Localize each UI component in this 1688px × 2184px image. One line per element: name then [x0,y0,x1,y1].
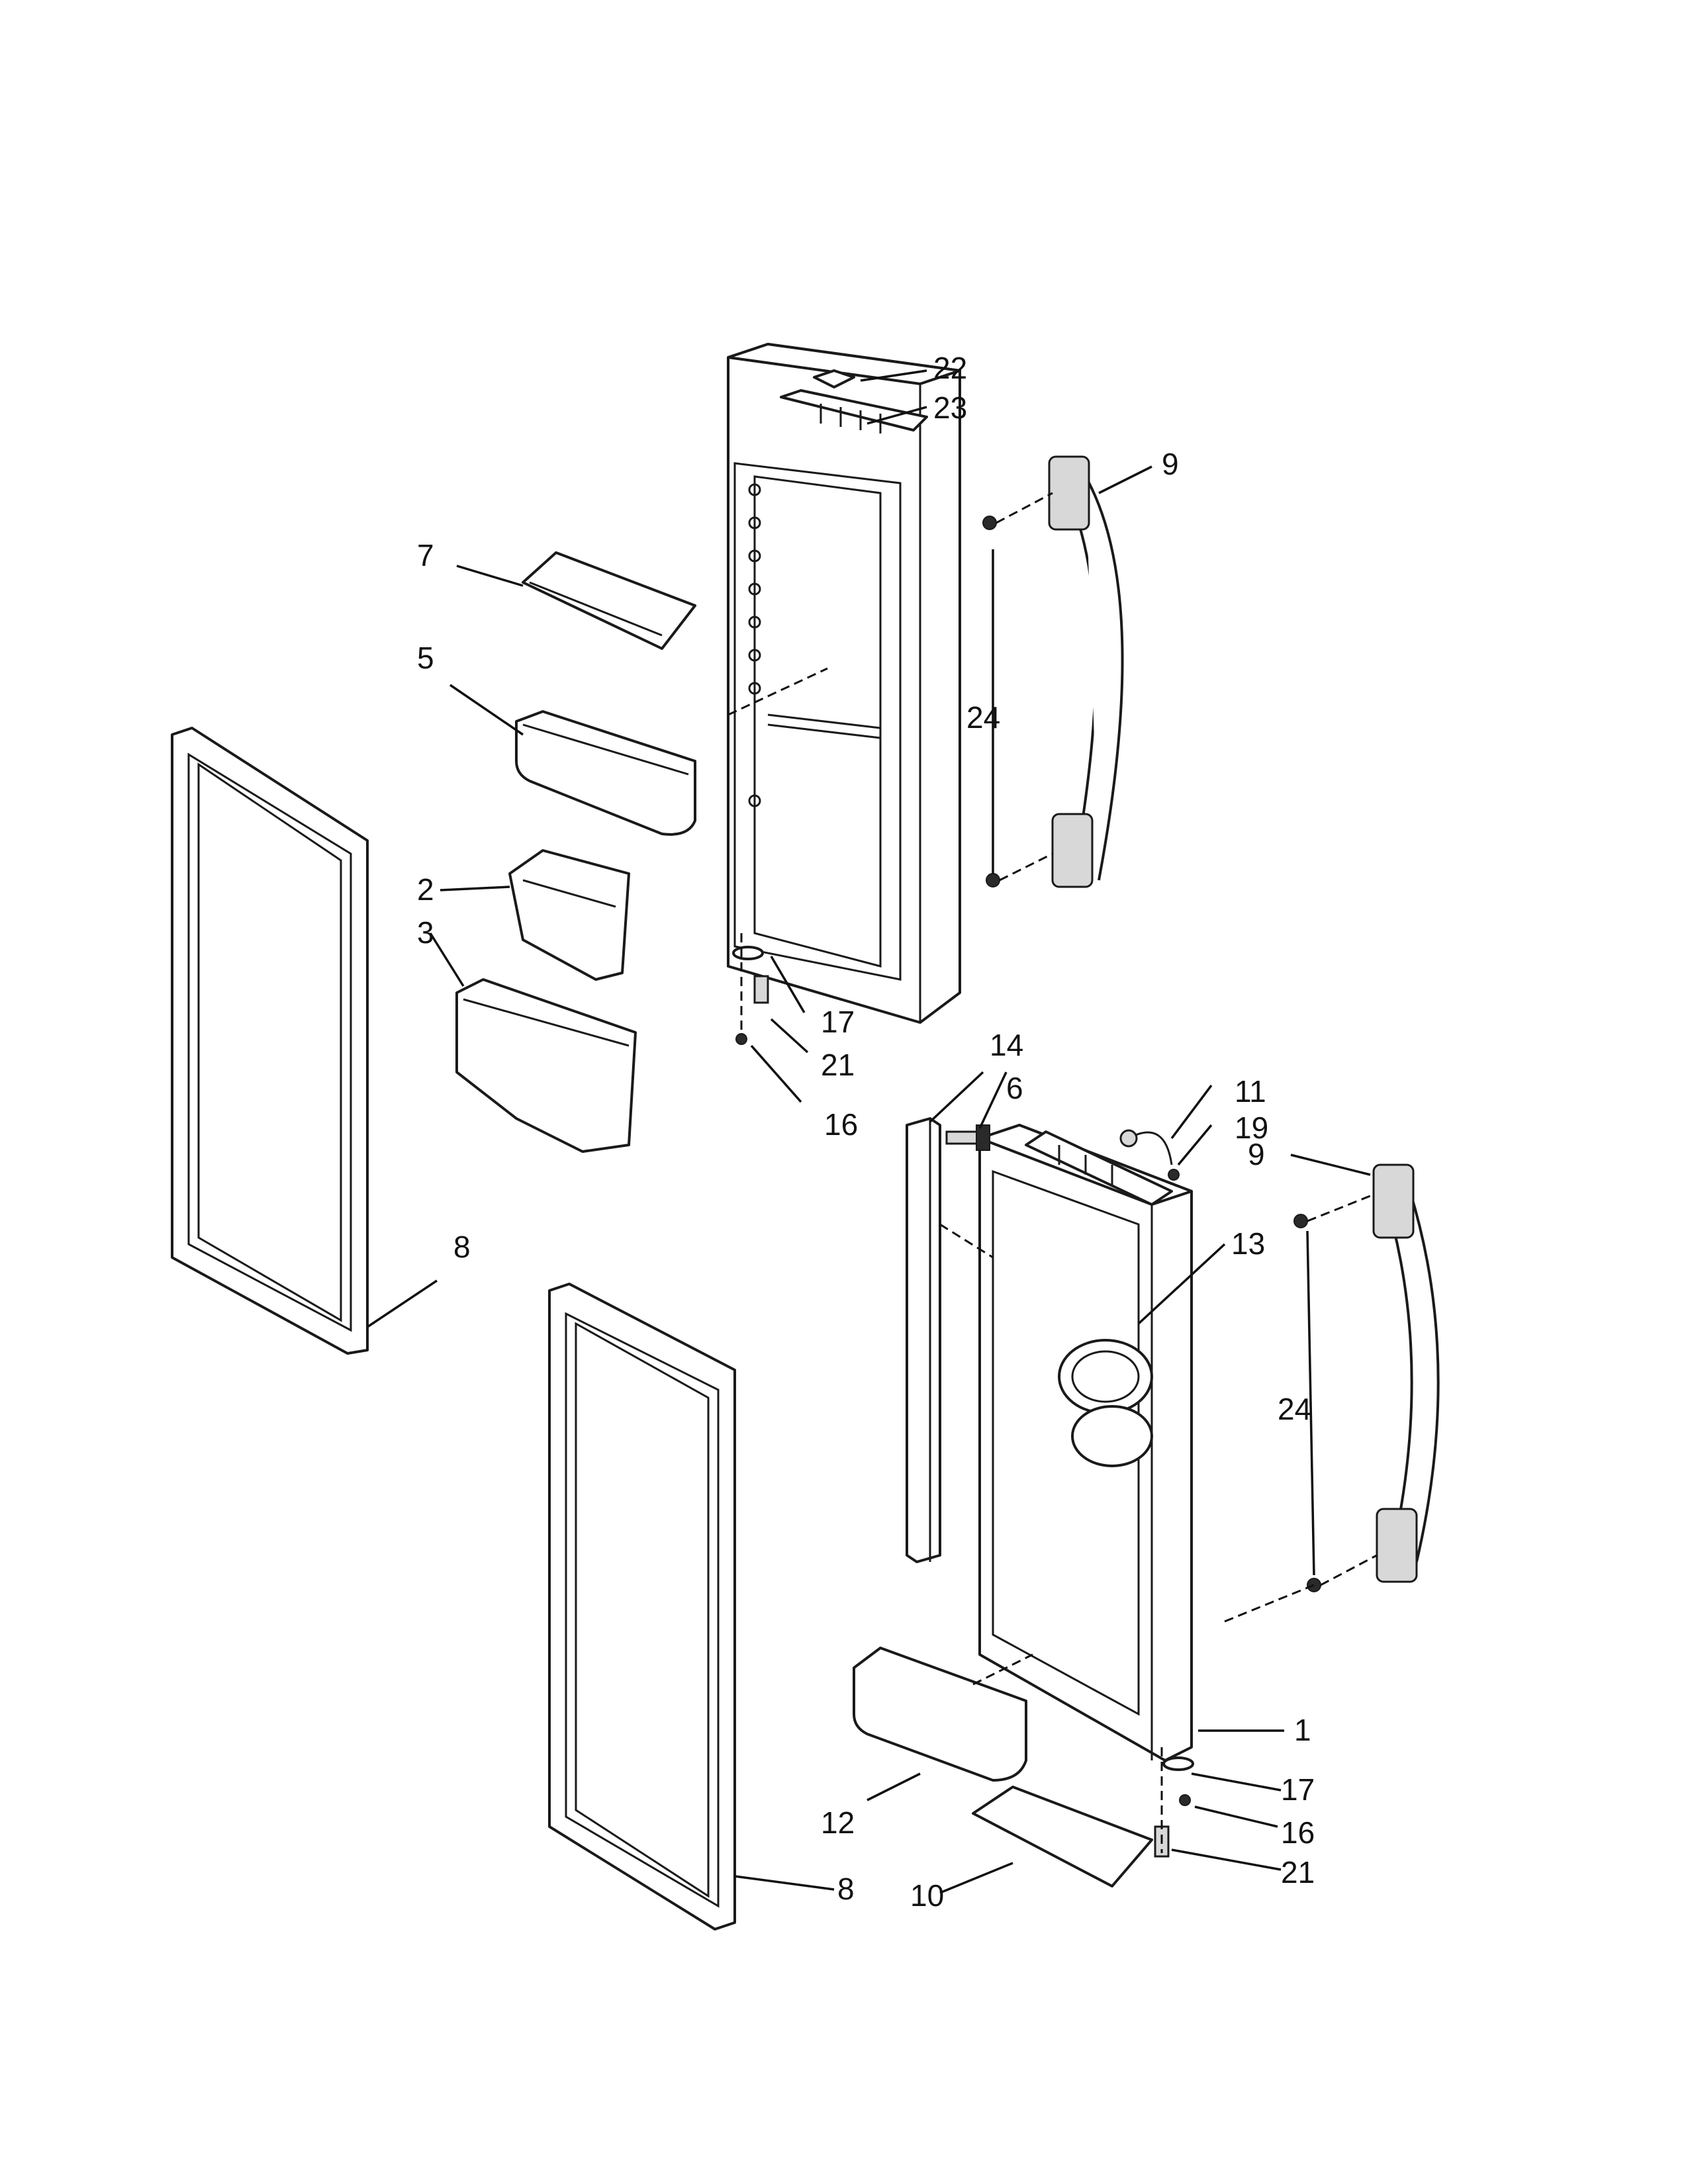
door-gasket-upper [171,727,369,1355]
callout-17-lower: 17 [1281,1772,1315,1807]
callout-12: 12 [821,1805,855,1840]
callout-7: 7 [417,538,434,572]
hinge-bar-14 [906,1117,941,1563]
callout-13: 13 [1231,1226,1265,1261]
callout-6: 6 [1006,1071,1023,1105]
door-bin-5 [515,710,696,836]
right-door-cap-vent [1025,1130,1173,1206]
handle-mount-stud-lower-a [1293,1214,1308,1228]
callout-21-upper: 21 [821,1048,855,1082]
ice-bin-2 [508,849,630,981]
handle-lower [1372,1163,1440,1583]
callout-11: 11 [1235,1074,1266,1109]
tray-3 [455,978,637,1153]
callout-21-lower: 21 [1281,1855,1315,1889]
callout-23: 23 [933,390,967,425]
door-cap-vent [780,389,928,433]
door-gasket-lower [548,1283,736,1931]
callout-16-upper: 16 [824,1107,858,1142]
callout-9-upper: 9 [1162,447,1179,481]
left-door-frame [727,343,961,1024]
leader-lines [367,369,1378,1894]
bin-cover-7 [522,551,696,650]
hinge-hardware-lower [1154,1747,1194,1858]
callout-3: 3 [417,915,434,950]
door-bin-rail-indents [748,483,761,807]
handle-upper [1048,455,1124,888]
callout-24-lower: 24 [1278,1392,1311,1426]
callout-14: 14 [990,1028,1023,1062]
callout-8-upper: 8 [453,1230,471,1264]
dispenser-chute-13 [1058,1339,1153,1467]
screw-6 [945,1124,990,1151]
callout-19: 19 [1235,1111,1268,1145]
callout-9-lower: 9 [1248,1137,1265,1171]
water-tube-11 [1119,1129,1173,1165]
callout-17-upper: 17 [821,1005,855,1039]
callout-10: 10 [910,1878,944,1913]
handle-mount-stud-upper-b [986,873,1000,887]
callout-2: 2 [417,872,434,907]
callout-labels: 22 23 9 7 5 24 2 3 17 21 16 14 6 11 19 9… [417,351,1315,1913]
callout-24-upper: 24 [966,700,1000,735]
door-bin-12 [853,1647,1027,1782]
bin-cover-10 [972,1786,1153,1888]
callout-8-lower: 8 [837,1872,855,1906]
callout-22: 22 [933,351,967,385]
handle-mount-stud-upper-a [982,516,997,530]
fitting-19 [1168,1169,1180,1181]
door-label-22 [813,369,855,388]
hinge-hardware-upper [732,933,769,1045]
callout-16-lower: 16 [1281,1815,1315,1850]
callout-5: 5 [417,641,434,675]
callout-1: 1 [1294,1713,1311,1747]
